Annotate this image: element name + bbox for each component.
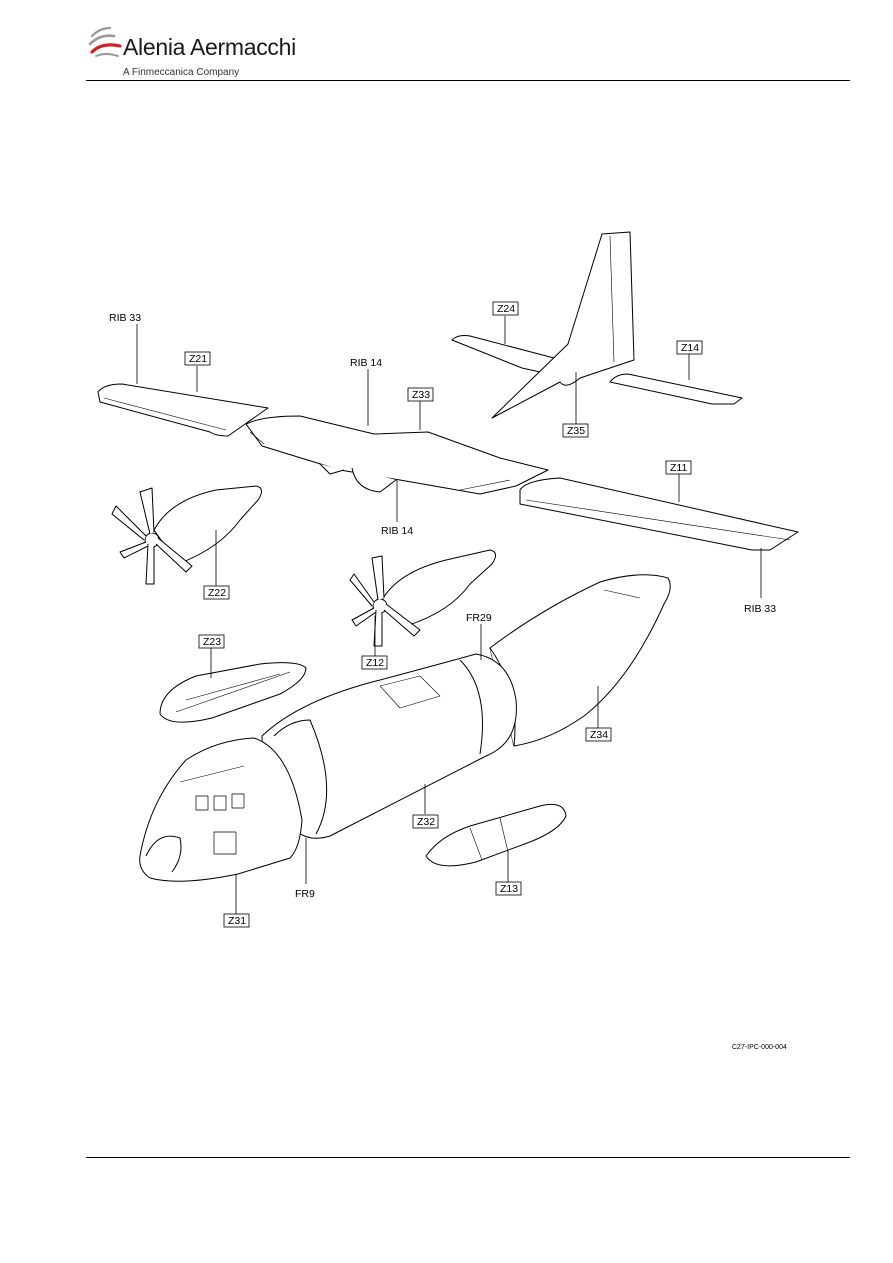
label-z12: Z12 — [366, 657, 384, 669]
label-z32: Z32 — [417, 816, 435, 828]
footer-divider — [86, 1157, 850, 1158]
page-header: Alenia Aermacchi A Finmeccanica Company — [0, 0, 893, 84]
swoosh-icon — [88, 26, 122, 57]
wing-left-outer — [97, 383, 269, 437]
stabilizer-right — [609, 373, 743, 405]
stabilizer-left — [451, 335, 555, 373]
figure-id: C27-IPC-000-004 — [732, 1044, 787, 1051]
zone-box-z31: Z31 — [223, 913, 250, 928]
label-z21: Z21 — [189, 353, 207, 365]
label-z13: Z13 — [500, 883, 518, 895]
nose-fuselage — [139, 737, 303, 882]
label-fr29: FR29 — [466, 612, 492, 624]
header-divider — [86, 80, 850, 81]
vertical-fin — [491, 231, 635, 419]
zone-box-z21: Z21 — [184, 351, 211, 366]
label-fr9: FR9 — [295, 888, 315, 900]
label-rib33-right: RIB 33 — [744, 603, 776, 615]
cabin-floor — [159, 662, 307, 723]
label-z34: Z34 — [590, 729, 608, 741]
zone-box-z34: Z34 — [585, 727, 612, 742]
zone-box-z32: Z32 — [412, 814, 439, 829]
brand-name: Alenia Aermacchi — [123, 34, 296, 60]
label-z22: Z22 — [208, 587, 226, 599]
nacelle-left — [111, 485, 262, 585]
rear-fuselage — [489, 574, 671, 747]
zone-box-z22: Z22 — [203, 585, 230, 600]
wing-center — [245, 415, 549, 495]
zone-box-z33: Z33 — [407, 387, 434, 402]
label-rib14-top: RIB 14 — [350, 357, 382, 369]
label-z14: Z14 — [681, 342, 699, 354]
zone-box-z24: Z24 — [492, 301, 519, 316]
zone-box-z12: Z12 — [361, 655, 388, 670]
zone-box-z11: Z11 — [665, 460, 692, 475]
zone-box-z23: Z23 — [198, 634, 225, 649]
leader-lines — [136, 316, 762, 914]
label-z24: Z24 — [497, 303, 515, 315]
label-z23: Z23 — [203, 636, 221, 648]
nacelle-right — [349, 549, 496, 647]
center-fuselage — [261, 653, 517, 839]
label-z31: Z31 — [228, 915, 246, 927]
zone-box-z35: Z35 — [562, 423, 589, 438]
wing-right-outer — [519, 477, 799, 551]
label-rib14-bottom: RIB 14 — [381, 525, 413, 537]
belly-fairing — [425, 803, 567, 867]
zone-box-z13: Z13 — [495, 881, 522, 896]
label-z33: Z33 — [412, 389, 430, 401]
label-z11: Z11 — [670, 462, 687, 474]
label-rib33-left: RIB 33 — [109, 312, 141, 324]
label-z35: Z35 — [567, 425, 585, 437]
zone-box-z14: Z14 — [676, 340, 703, 355]
brand-tagline: A Finmeccanica Company — [123, 67, 240, 78]
